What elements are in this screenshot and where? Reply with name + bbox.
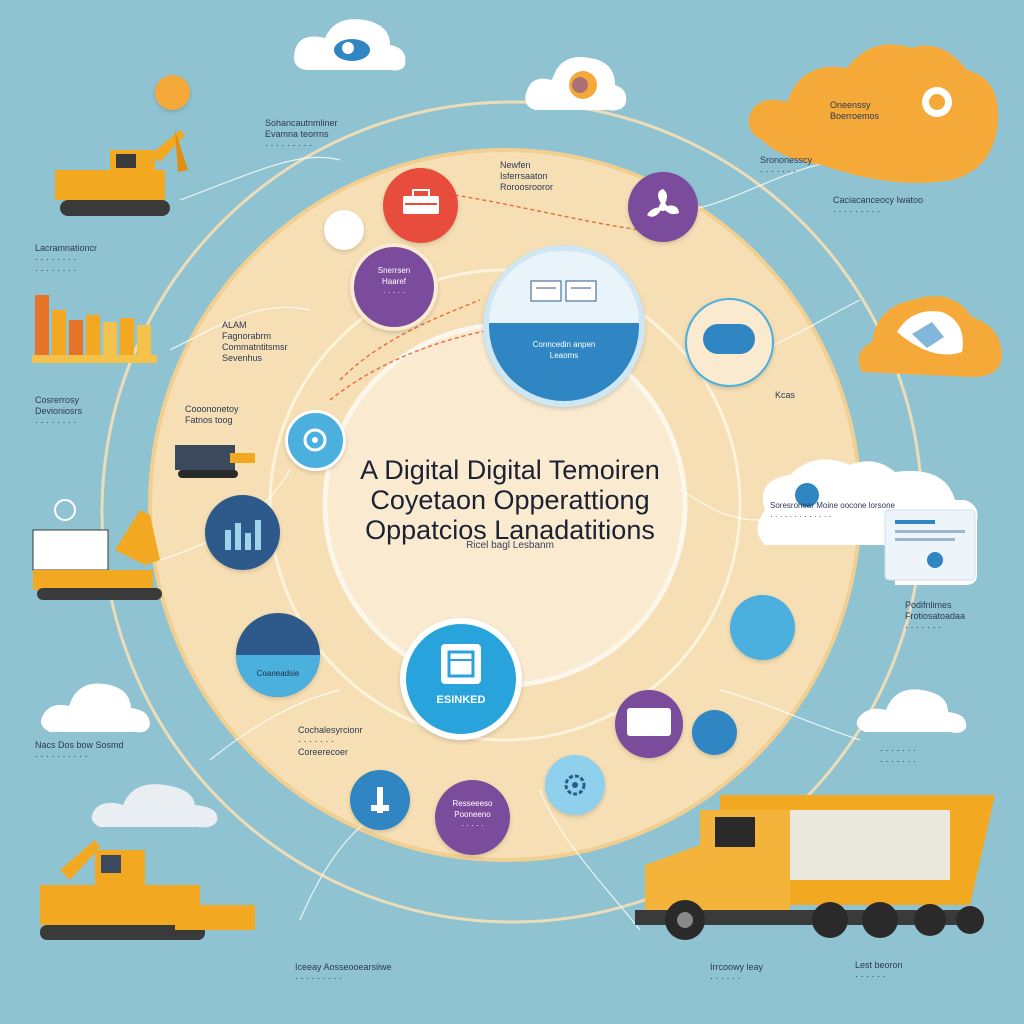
caption-left-1: Lacramnationcr · · · · · · · · · · · · ·… bbox=[35, 243, 98, 275]
tool-icon bbox=[371, 787, 389, 813]
toolbox-icon bbox=[403, 189, 439, 214]
lightbulb-icon bbox=[155, 75, 190, 110]
gear-icon bbox=[564, 774, 586, 796]
node-blue-left[interactable] bbox=[285, 410, 346, 471]
diagram-title: A Digital Digital Temoiren Coyetaon Oppe… bbox=[360, 455, 660, 545]
node-purple-bottom-label: Resseeeso Pooneeno · · · · · bbox=[452, 799, 493, 830]
node-bottom-left-label: Coaneadsie bbox=[256, 669, 300, 678]
center-badge-label: ESINKED bbox=[436, 694, 486, 706]
caption-right-mid: Srononesscy · · · · · · · bbox=[760, 155, 813, 176]
caption-bottom-2: Irrcoowy leay · · · · · · bbox=[710, 962, 764, 983]
caption-bottom-3: Lest beoron · · · · · · bbox=[855, 960, 903, 981]
caption-right-bottom: · · · · · · · · · · · · · · bbox=[880, 745, 916, 766]
caption-center-left: Cochalesyrcionr · · · · · · · Coreerecoe… bbox=[298, 725, 363, 757]
dump-truck-icon bbox=[635, 795, 995, 940]
cloud-icon bbox=[525, 56, 627, 111]
caption-left-3: Cosrerrosy Devioniosrs · · · · · · · · bbox=[35, 395, 83, 427]
cloud-sync-icon bbox=[303, 428, 327, 452]
node-navy-chart[interactable] bbox=[205, 495, 280, 570]
node-blue-label: Conncedin anpen Leaoms bbox=[532, 340, 596, 360]
excavator-icon bbox=[55, 130, 188, 216]
node-blue-right[interactable] bbox=[692, 710, 737, 755]
cloud-icon bbox=[856, 689, 967, 733]
node-blue-bottom[interactable] bbox=[350, 770, 410, 830]
fan-icon bbox=[647, 189, 679, 217]
info-card: Soresronear Moine oocone lorsone · · · ·… bbox=[745, 450, 980, 590]
cloud-icon bbox=[748, 44, 999, 183]
cloud-icon bbox=[294, 19, 406, 71]
node-blue-center[interactable]: Conncedin anpen Leaoms bbox=[483, 245, 645, 407]
node-light-right[interactable] bbox=[730, 595, 795, 660]
node-purple-left[interactable]: Snerrsen Haaref · · · · · bbox=[350, 243, 438, 331]
diagram-subtitle: Ricel bagl Lesbanm bbox=[466, 540, 554, 551]
caption-left-bottom: Nacs Dos bow Sosmd · · · · · · · · · · bbox=[35, 740, 124, 761]
caption-right-3: Kcas bbox=[775, 390, 796, 400]
caption-left-2: ALAM Fagnorabrm Commatntitsmsr Sevenhus bbox=[222, 320, 288, 363]
node-light-small[interactable] bbox=[324, 210, 364, 250]
document-icon bbox=[441, 644, 481, 684]
node-ring-right[interactable] bbox=[685, 298, 774, 387]
bar-chart-icon bbox=[32, 295, 157, 363]
cloud-icon bbox=[41, 683, 150, 733]
node-center-badge[interactable]: ESINKED bbox=[400, 618, 522, 740]
node-light-bottom[interactable] bbox=[545, 755, 605, 815]
caption-bottom-1: Iceeay Aosseooearsiiwe · · · · · · · · · bbox=[295, 962, 392, 983]
monitor-icon bbox=[530, 280, 597, 302]
cloud-icon bbox=[858, 296, 1002, 377]
node-purple-top-right[interactable] bbox=[628, 172, 698, 242]
caption-right-2: Caciacanceocy Iwatoo · · · · · · · · · bbox=[833, 195, 924, 216]
node-purple-bottom[interactable]: Resseeeso Pooneeno · · · · · bbox=[435, 780, 510, 855]
info-card-text: Soresronear Moine oocone lorsone · · · ·… bbox=[770, 501, 895, 521]
node-red-toolbox[interactable] bbox=[383, 168, 458, 243]
caption-right-4: Podifnlimes Frotiosatoadaa · · · · · · · bbox=[905, 600, 966, 632]
chart-icon bbox=[225, 520, 261, 550]
caption-left-4: Cooononetoy Fatnos toog bbox=[185, 404, 239, 425]
cloud-icon bbox=[91, 784, 218, 828]
node-navy-bottom-left[interactable]: Coaneadsie bbox=[236, 613, 320, 697]
caption-top-left: Sohancautnmliner Evamna teorrns · · · · … bbox=[265, 118, 338, 150]
bulldozer-icon bbox=[32, 499, 162, 600]
caption-top-center: Newfen Isferrsaaton Roroosrooror bbox=[500, 160, 554, 192]
node-purple-right[interactable] bbox=[615, 690, 683, 758]
excavator-bottom-icon bbox=[40, 840, 255, 940]
node-purple-left-label: Snerrsen Haaref · · · · · bbox=[377, 266, 411, 297]
drill-icon bbox=[175, 445, 255, 478]
caption-right-top: Oneenssy Boerroemos bbox=[830, 100, 880, 121]
